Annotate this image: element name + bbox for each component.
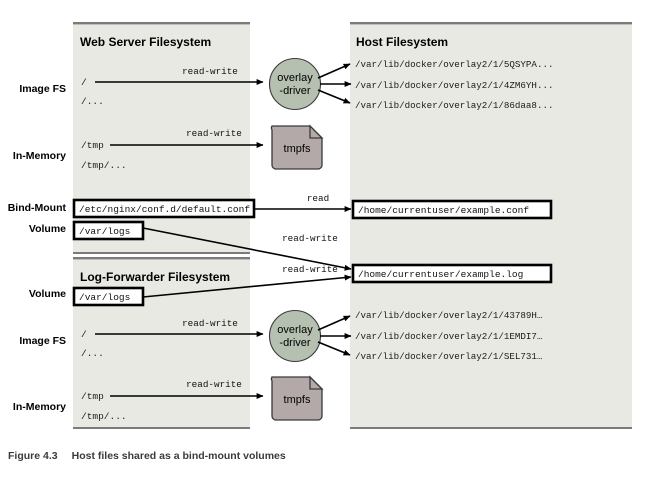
host-layer-web-3: /var/lib/docker/overlay2/1/86daa8... [355,100,553,111]
host-layer-log-3: /var/lib/docker/overlay2/1/SEL731… [355,351,542,362]
row-label-image-fs-bottom: Image FS [19,335,66,347]
overlay-top-fanout-1 [317,63,351,79]
web-image-fs-edge-label: read-write [182,66,238,77]
web-server-panel-title: Web Server Filesystem [80,35,211,49]
row-label-bind-mount: Bind-Mount [8,202,67,214]
overlay-top-fanout-3 [317,89,351,104]
web-volume-edge [142,227,352,271]
host-example-conf-path: /home/currentuser/example.conf [358,205,529,216]
tmpfs-node-top: tmpfs [270,124,324,170]
row-label-volume-bottom: Volume [29,288,66,300]
overlay-driver-top-line2: -driver [279,85,311,97]
overlay-driver-node-bottom: overlay -driver [268,309,322,363]
log-in-memory-root: /tmp [81,391,104,402]
log-image-fs-edge-label: read-write [182,318,238,329]
row-label-in-memory-bottom: In-Memory [13,401,66,413]
web-bind-mount-box: /etc/nginx/conf.d/default.conf [72,198,256,219]
web-volume-edge-label: read-write [282,233,338,244]
log-volume-path: /var/logs [79,292,130,303]
row-label-volume-top: Volume [29,223,66,235]
figure-title: Host files shared as a bind-mount volume… [71,450,286,462]
tmpfs-top-label: tmpfs [284,143,311,155]
overlay-bottom-fanout-1 [317,315,351,331]
overlay-bottom-fanout-3 [317,341,351,356]
host-layer-log-2: /var/lib/docker/overlay2/1/1EMDI7… [355,331,542,342]
overlay-driver-node-top: overlay -driver [268,57,322,111]
web-volume-path: /var/logs [79,226,130,237]
web-image-fs-ellipsis: /... [81,96,104,107]
host-layer-web-2: /var/lib/docker/overlay2/1/4ZM6YH... [355,80,553,91]
overlay-driver-top-line1: overlay [277,72,313,84]
host-filesystem-panel [350,22,632,429]
host-example-conf-box: /home/currentuser/example.conf [351,199,553,220]
log-image-fs-ellipsis: /... [81,348,104,359]
web-bind-mount-path: /etc/nginx/conf.d/default.conf [79,204,250,215]
log-in-memory-edge-label: read-write [186,379,242,390]
host-layer-log-1: /var/lib/docker/overlay2/1/43789H… [355,310,542,321]
web-image-fs-root: / [81,77,87,88]
web-volume-box: /var/logs [72,220,145,241]
overlay-driver-bottom-line2: -driver [279,337,311,349]
overlay-driver-bottom-line1: overlay [277,324,313,336]
host-layer-web-1: /var/lib/docker/overlay2/1/5QSYPA... [355,59,553,70]
log-volume-edge-label: read-write [282,264,338,275]
figure-number: Figure 4.3 [8,450,58,462]
log-volume-box: /var/logs [72,286,145,307]
tmpfs-node-bottom: tmpfs [270,375,324,421]
host-example-log-box: /home/currentuser/example.log [351,263,553,284]
log-forwarder-panel-title: Log-Forwarder Filesystem [80,270,230,284]
host-example-log-path: /home/currentuser/example.log [358,269,523,280]
host-panel-title: Host Filesystem [356,35,448,49]
log-in-memory-ellipsis: /tmp/... [81,411,127,422]
web-in-memory-ellipsis: /tmp/... [81,160,127,171]
log-image-fs-root: / [81,329,87,340]
row-label-in-memory-top: In-Memory [13,150,66,162]
web-in-memory-edge-label: read-write [186,128,242,139]
tmpfs-bottom-label: tmpfs [284,394,311,406]
web-bind-mount-edge-label: read [307,193,329,204]
figure-caption: Figure 4.3 Host files shared as a bind-mo… [8,450,628,462]
row-label-image-fs-top: Image FS [19,83,66,95]
log-volume-edge [142,274,352,298]
web-in-memory-root: /tmp [81,140,104,151]
